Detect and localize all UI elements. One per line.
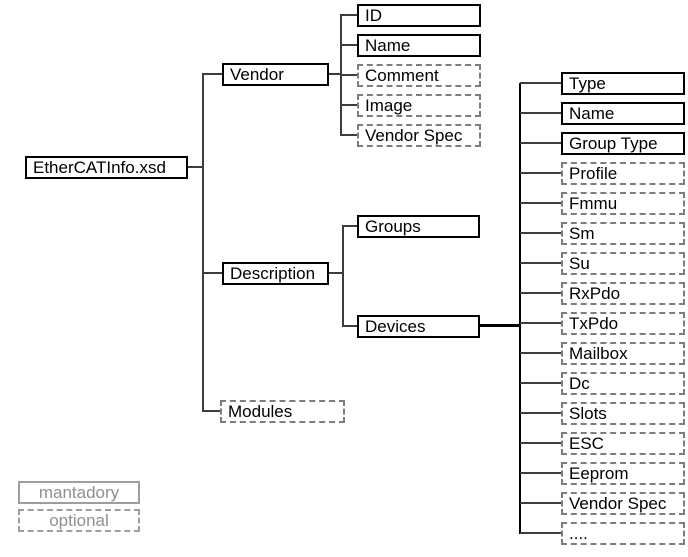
node-description: Description: [222, 262, 329, 285]
connector-stub-devices: [342, 325, 357, 327]
connector-stub-eeprom: [520, 472, 561, 474]
node-dc: Dc: [561, 372, 685, 395]
node-vendor-spec: Vendor Spec: [357, 124, 481, 147]
connector-devices-link: [480, 324, 521, 327]
connector-stub-image: [340, 104, 357, 106]
connector-stub-modules: [202, 410, 220, 412]
node-sm: Sm: [561, 222, 685, 245]
connector-stub-device-vendor-spec: [520, 502, 561, 504]
node-name: Name: [357, 34, 481, 57]
connector-description-link: [329, 272, 343, 274]
node-device-name: Name: [561, 102, 685, 125]
connector-stub-group-type: [520, 142, 561, 144]
connector-stub-device-name: [520, 112, 561, 114]
node-rxpdo: RxPdo: [561, 282, 685, 305]
connector-stub-slots: [520, 412, 561, 414]
node-txpdo: TxPdo: [561, 312, 685, 335]
node-group-type: Group Type: [561, 132, 685, 155]
node-groups: Groups: [357, 215, 480, 238]
node-su: Su: [561, 252, 685, 275]
connector-stub-su: [520, 262, 561, 264]
node-eeprom: Eeprom: [561, 462, 685, 485]
node-mailbox: Mailbox: [561, 342, 685, 365]
node-profile: Profile: [561, 162, 685, 185]
node-comment: Comment: [357, 64, 481, 87]
connector-stub-name: [340, 44, 357, 46]
connector-stub-esc: [520, 442, 561, 444]
connector-vendor-link: [329, 73, 341, 75]
connector-root-trunk: [202, 73, 204, 412]
connector-stub-fmmu: [520, 202, 561, 204]
connector-root-link: [188, 166, 204, 168]
node-vendor: Vendor: [222, 63, 329, 86]
node-esc: ESC: [561, 432, 685, 455]
connector-stub-sm: [520, 232, 561, 234]
connector-devices-trunk: [519, 83, 521, 534]
connector-stub-vendor-spec: [340, 134, 357, 136]
connector-stub-txpdo: [520, 322, 561, 324]
node-slots: Slots: [561, 402, 685, 425]
connector-description-trunk: [342, 225, 344, 327]
connector-stub-description: [202, 272, 222, 274]
node-fmmu: Fmmu: [561, 192, 685, 215]
connector-stub-vendor: [202, 73, 222, 75]
node-device-vendor-spec: Vendor Spec: [561, 492, 685, 515]
node-id: ID: [357, 4, 481, 27]
connector-stub-ellipsis: [520, 532, 561, 534]
node-type: Type: [561, 72, 685, 95]
node-image: Image: [357, 94, 481, 117]
legend-optional: optional: [18, 509, 140, 532]
node-modules: Modules: [220, 400, 345, 423]
connector-stub-groups: [342, 225, 357, 227]
connector-stub-comment: [340, 74, 357, 76]
node-ethercatinfo-xsd: EtherCATInfo.xsd: [25, 156, 188, 179]
legend-mandatory: mantadory: [18, 481, 140, 504]
connector-stub-profile: [520, 172, 561, 174]
node-ellipsis: ....: [561, 522, 685, 545]
connector-stub-mailbox: [520, 352, 561, 354]
connector-stub-dc: [520, 382, 561, 384]
connector-stub-id: [340, 14, 357, 16]
connector-stub-type: [520, 82, 561, 84]
connector-stub-rxpdo: [520, 292, 561, 294]
node-devices: Devices: [357, 315, 480, 338]
